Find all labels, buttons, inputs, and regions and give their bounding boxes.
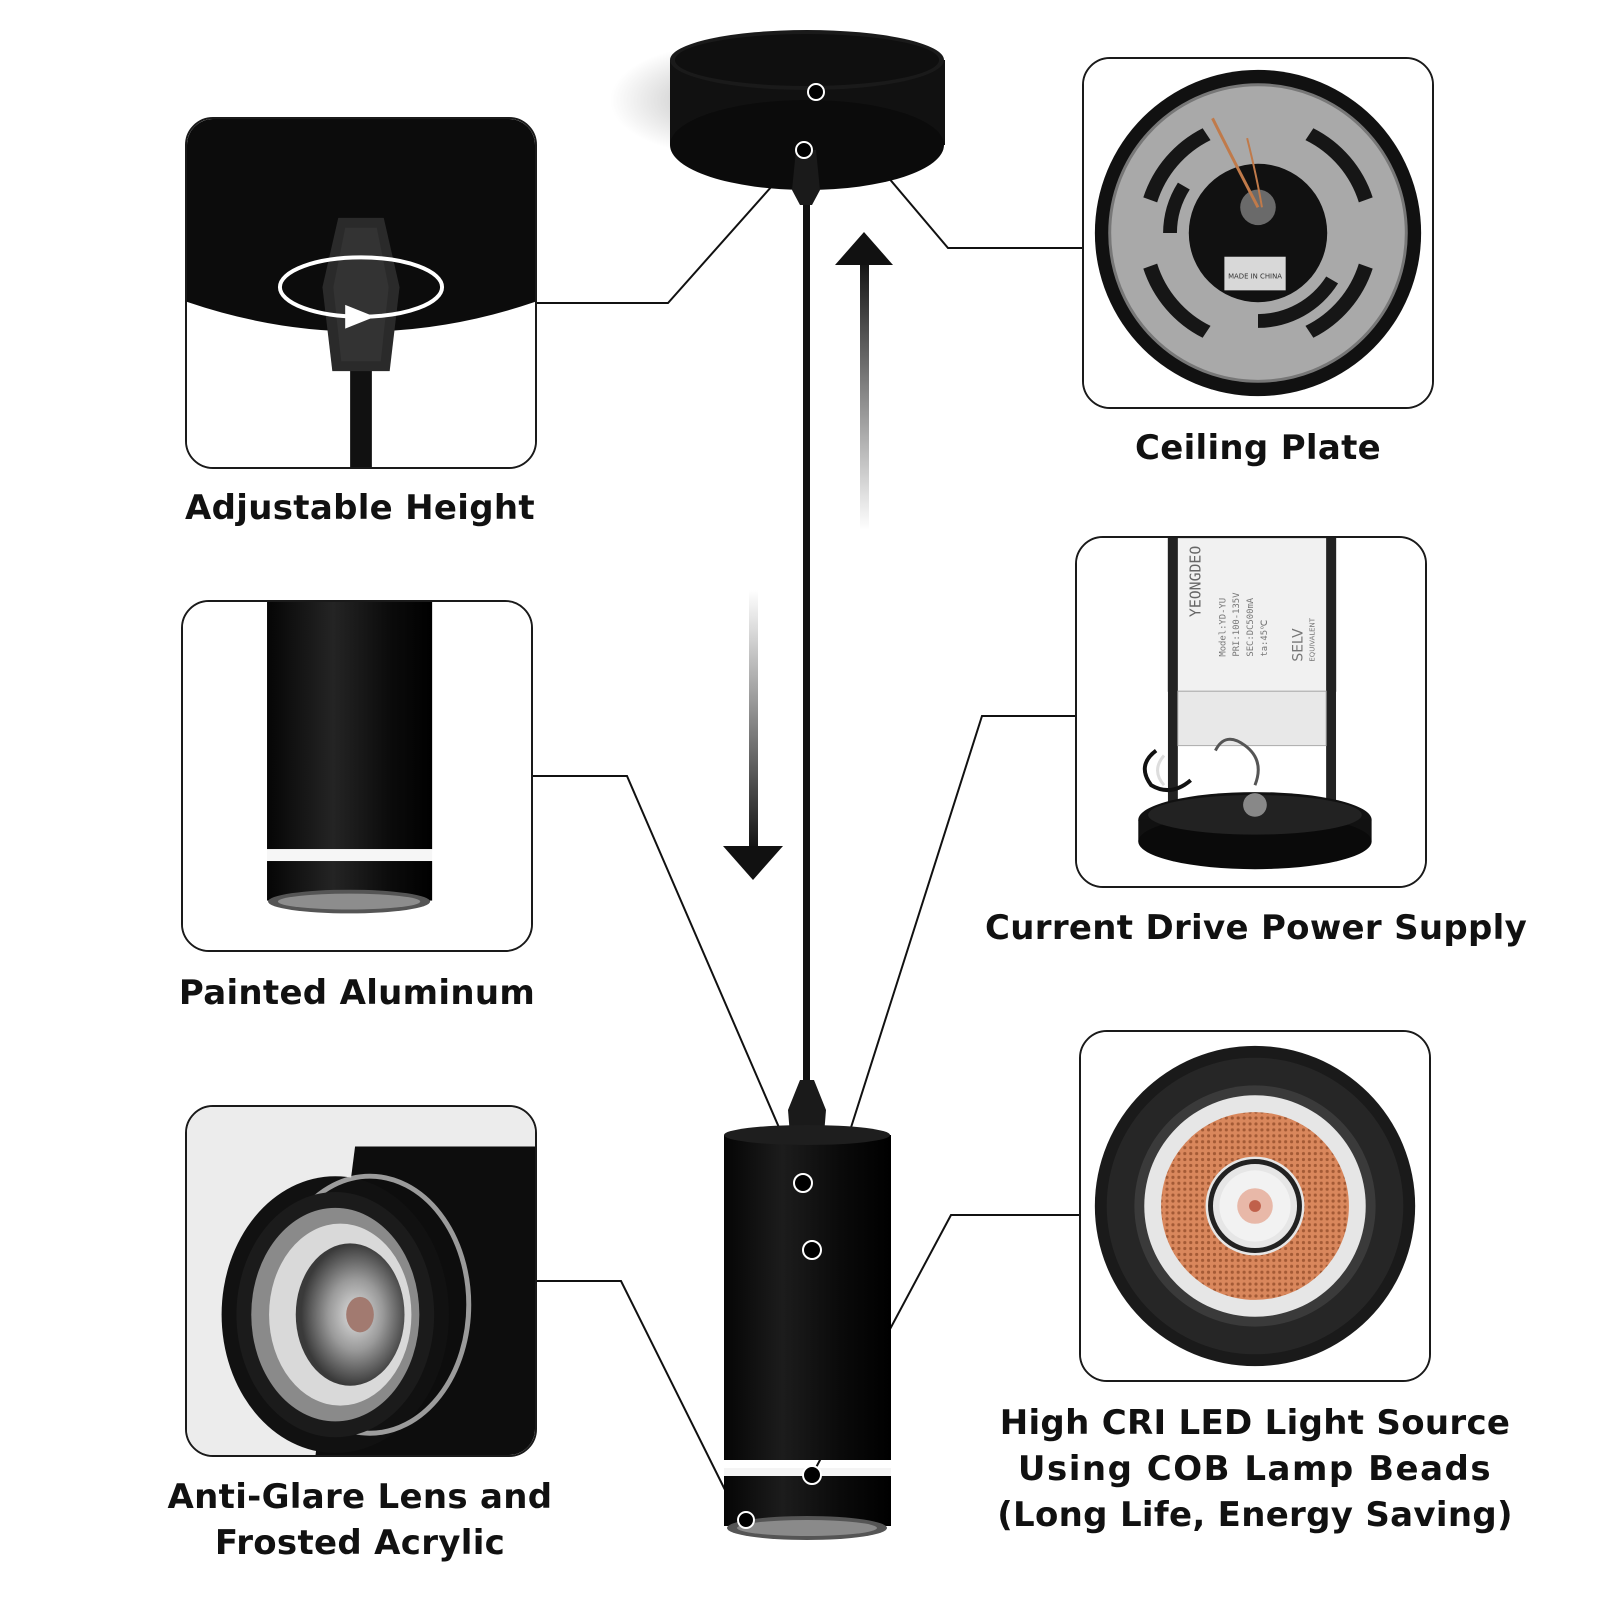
led-source-panel (1079, 1030, 1431, 1382)
ring-marker-dot (802, 1465, 822, 1485)
driver-brand-text: YEONGDEO (1188, 546, 1205, 617)
driver-selv-text: SELV (1290, 628, 1306, 662)
anti-glare-panel (185, 1105, 537, 1457)
caption-adjustable-height: Adjustable Height (185, 488, 535, 528)
caption-painted-aluminum: Painted Aluminum (178, 973, 536, 1013)
plate-made-in-text: MADE IN CHINA (1228, 272, 1282, 280)
ceiling-plate-underside: MADE IN CHINA (1084, 59, 1432, 407)
caption-anti-glare: Anti-Glare Lens and Frosted Acrylic (167, 1477, 553, 1563)
cord-grip-bottom (788, 1080, 826, 1135)
driver-pri-text: PRI:100-135V (1232, 592, 1242, 657)
power-supply-panel: YEONGDEO Model:YD-YU PRI:100-135V SEC:DC… (1075, 536, 1427, 888)
adjustable-height-panel (185, 117, 537, 469)
painted-aluminum-panel (181, 600, 533, 952)
driver-ta-text: ta:45℃ (1260, 620, 1270, 657)
caption-power-supply: Current Drive Power Supply (985, 908, 1528, 948)
leader-adjustable-height (537, 149, 805, 304)
lens-marker-dot (737, 1511, 755, 1529)
driver-closeup: YEONGDEO Model:YD-YU PRI:100-135V SEC:DC… (1077, 538, 1425, 886)
ceiling-canopy (670, 30, 945, 190)
grip-marker-dot (795, 141, 813, 159)
rotate-arrow-icon (277, 255, 445, 329)
down-arrow-icon (723, 590, 783, 880)
body-marker-dot-1 (793, 1173, 813, 1193)
up-arrow-icon (835, 232, 893, 530)
leader-power-supply (811, 715, 1075, 1251)
pendant-light-illustration (610, 30, 945, 1540)
driver-sec-text: SEC:DC500mA (1246, 597, 1256, 656)
caption-led-source: High CRI LED Light Source Using COB Lamp… (997, 1403, 1513, 1535)
ceiling-plate-panel: MADE IN CHINA (1082, 57, 1434, 409)
suspension-cord (803, 205, 810, 1085)
aluminum-tube-closeup (183, 602, 531, 950)
body-marker-dot-2 (802, 1240, 822, 1260)
anti-glare-lens-closeup (187, 1107, 535, 1455)
caption-ceiling-plate: Ceiling Plate (1134, 428, 1382, 468)
canopy-marker-dot (807, 83, 825, 101)
cord-grip-closeup (187, 119, 535, 467)
cord-grip-top (792, 150, 820, 205)
leader-anti-glare (536, 1280, 741, 1521)
driver-equivalent-text: EQUIVALENT (1308, 617, 1316, 661)
leader-painted-aluminum (533, 775, 804, 1184)
driver-model-text: Model:YD-YU (1218, 598, 1228, 657)
cob-led-closeup (1081, 1032, 1429, 1380)
